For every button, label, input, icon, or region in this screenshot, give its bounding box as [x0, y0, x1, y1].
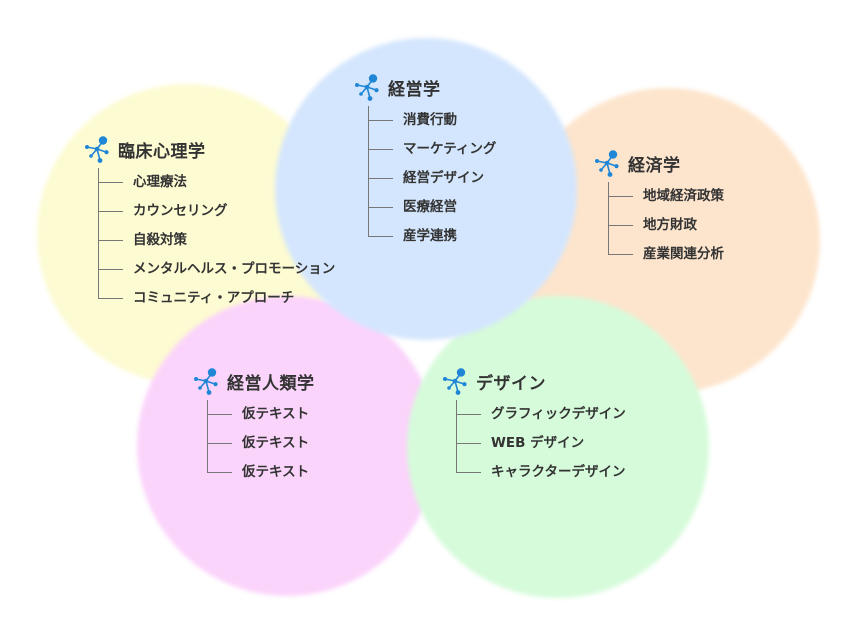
business-anthropology-group: 経営人類学 仮テキスト 仮テキスト 仮テキスト [193, 366, 315, 487]
clinical-psychology-group: 臨床心理学 心理療法 カウンセリング 自殺対策 メンタルヘルス・プロモーション … [84, 134, 335, 313]
management-circle [275, 38, 577, 340]
list-item: カウンセリング [98, 197, 335, 226]
list-item: 自殺対策 [98, 226, 335, 255]
group-heading: 経営学 [354, 72, 496, 102]
economics-group: 経済学 地域経済政策 地方財政 産業関連分析 [594, 148, 724, 269]
list-item: 仮テキスト [207, 429, 315, 458]
group-heading: 臨床心理学 [84, 134, 335, 164]
network-node-icon [443, 368, 467, 395]
group-title: 経営人類学 [227, 373, 315, 394]
list-item: 産業関連分析 [608, 240, 724, 269]
network-node-icon [355, 74, 379, 101]
management-group: 経営学 消費行動 マーケティング 経営デザイン 医療経営 産学連携 [354, 72, 496, 251]
list-item: 医療経営 [368, 193, 496, 222]
list-item: 仮テキスト [207, 458, 315, 487]
list-item: 消費行動 [368, 106, 496, 135]
network-node-icon [85, 136, 109, 163]
group-title: 経済学 [628, 155, 681, 176]
topic-list: 地域経済政策 地方財政 産業関連分析 [608, 182, 724, 269]
list-item: コミュニティ・アプローチ [98, 284, 335, 313]
list-item: WEB デザイン [456, 429, 626, 458]
group-heading: デザイン [442, 366, 626, 396]
network-node-icon [194, 368, 218, 395]
list-item: 地域経済政策 [608, 182, 724, 211]
topic-list: 心理療法 カウンセリング 自殺対策 メンタルヘルス・プロモーション コミュニティ… [98, 168, 335, 313]
group-title: デザイン [476, 373, 546, 394]
list-item: メンタルヘルス・プロモーション [98, 255, 335, 284]
topic-list: グラフィックデザイン WEB デザイン キャラクターデザイン [456, 400, 626, 487]
list-item: 心理療法 [98, 168, 335, 197]
list-item: キャラクターデザイン [456, 458, 626, 487]
group-heading: 経済学 [594, 148, 724, 178]
list-item: マーケティング [368, 135, 496, 164]
design-group: デザイン グラフィックデザイン WEB デザイン キャラクターデザイン [442, 366, 626, 487]
design-circle [407, 296, 709, 598]
topic-list: 仮テキスト 仮テキスト 仮テキスト [207, 400, 315, 487]
list-item: 仮テキスト [207, 400, 315, 429]
group-title: 臨床心理学 [118, 141, 206, 162]
group-heading: 経営人類学 [193, 366, 315, 396]
group-title: 経営学 [388, 79, 441, 100]
network-node-icon [595, 150, 619, 177]
list-item: 産学連携 [368, 222, 496, 251]
list-item: 経営デザイン [368, 164, 496, 193]
topic-list: 消費行動 マーケティング 経営デザイン 医療経営 産学連携 [368, 106, 496, 251]
list-item: グラフィックデザイン [456, 400, 626, 429]
list-item: 地方財政 [608, 211, 724, 240]
business-anthropology-circle [137, 296, 437, 596]
